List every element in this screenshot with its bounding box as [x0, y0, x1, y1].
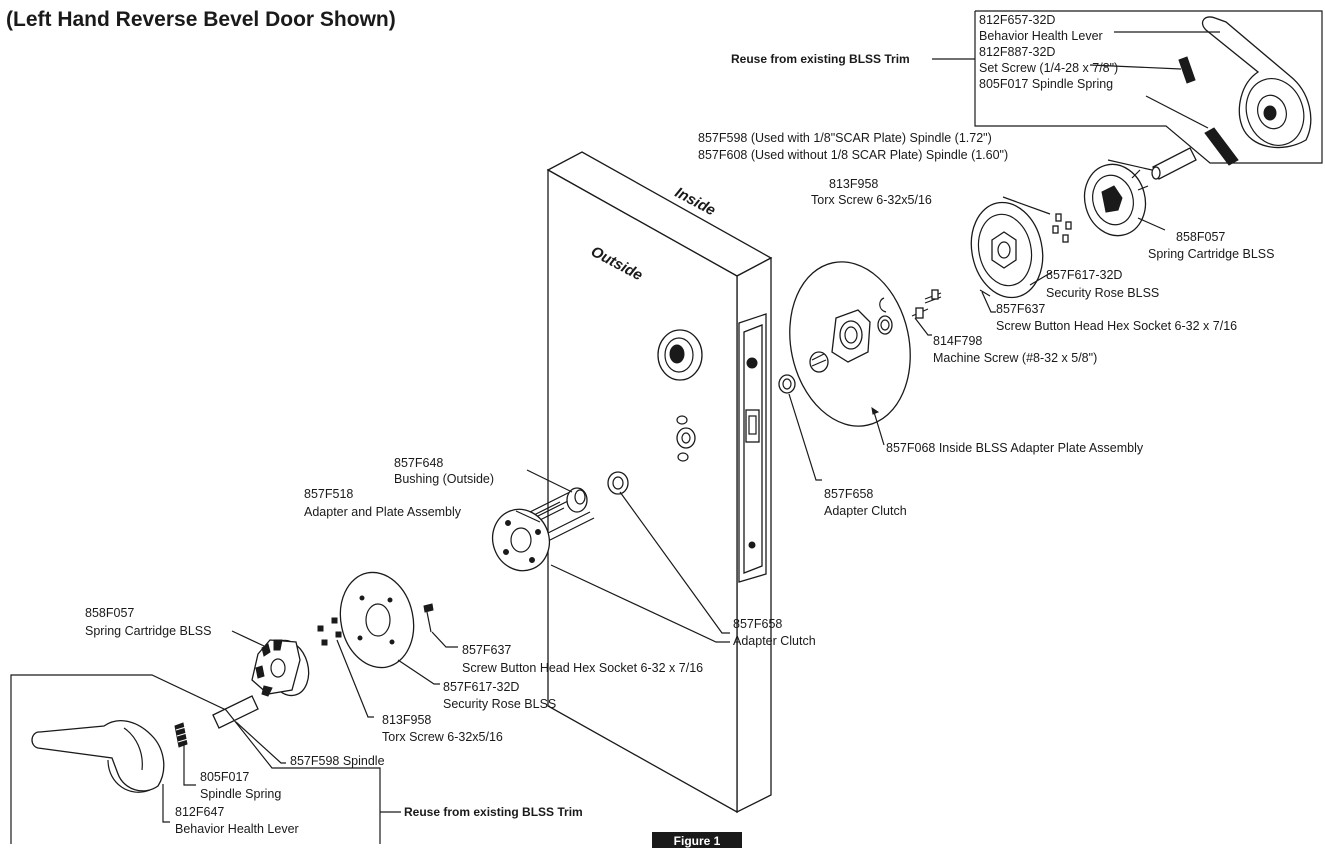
top-lever-part: 812F657-32D — [979, 13, 1056, 27]
outside-lever-desc: Behavior Health Lever — [175, 822, 299, 836]
top-lever-desc: Behavior Health Lever — [979, 29, 1103, 43]
inside-adapter-plate-label: 857F068 Inside BLSS Adapter Plate Assemb… — [886, 441, 1144, 455]
outside-bushing — [566, 487, 588, 513]
top-spring-line: 805F017 Spindle Spring — [979, 77, 1114, 91]
inside-torx-part: 813F958 — [829, 177, 879, 191]
outside-bushing-part: 857F648 — [394, 456, 444, 470]
outside-button-part: 857F637 — [462, 643, 512, 657]
top-screw-desc: Set Screw (1/4-28 x 7/8") — [979, 61, 1119, 75]
outside-cartridge-desc: Spring Cartridge BLSS — [85, 624, 212, 638]
inside-spindle-a: 857F598 (Used with 1/8"SCAR Plate) Spind… — [698, 131, 992, 145]
outside-spring-desc: Spindle Spring — [200, 787, 282, 801]
inside-spindle-b: 857F608 (Used without 1/8 SCAR Plate) Sp… — [698, 148, 1009, 162]
inside-lever — [1201, 16, 1312, 149]
leader-lines — [10, 10, 1323, 844]
outside-torx-desc: Torx Screw 6-32x5/16 — [382, 730, 503, 744]
inside-button-part: 857F637 — [996, 302, 1046, 316]
inside-cartridge-part: 858F057 — [1176, 230, 1226, 244]
outside-spring-part: 805F017 — [200, 770, 250, 784]
outside-security-rose — [339, 571, 415, 669]
inside-clutch-desc: Adapter Clutch — [824, 504, 907, 518]
outside-cartridge-part: 858F057 — [85, 606, 135, 620]
outside-adapter-desc: Adapter and Plate Assembly — [304, 505, 462, 519]
inside-rose-part: 857F617-32D — [1046, 268, 1123, 282]
inside-clutch-part: 857F658 — [824, 487, 874, 501]
inside-torx-desc: Torx Screw 6-32x5/16 — [811, 193, 932, 207]
outside-spindle-label: 857F598 Spindle — [290, 754, 385, 768]
inside-rose-desc: Security Rose BLSS — [1046, 286, 1160, 300]
outside-clutch-desc: Adapter Clutch — [733, 634, 816, 648]
reuse-label-bottom: Reuse from existing BLSS Trim — [404, 805, 583, 819]
outside-torx-part: 813F958 — [382, 713, 432, 727]
outside-adapter-assembly — [491, 487, 595, 572]
outside-bushing-desc: Bushing (Outside) — [394, 472, 495, 486]
top-screw-part: 812F887-32D — [979, 45, 1056, 59]
outside-button-desc: Screw Button Head Hex Socket 6-32 x 7/16 — [462, 661, 704, 675]
outside-adapter-clutch — [607, 471, 629, 495]
outside-clutch-part: 857F658 — [733, 617, 783, 631]
figure-label: Figure 1 — [652, 832, 742, 848]
outside-adapter-part: 857F518 — [304, 487, 354, 501]
outside-lever — [31, 720, 165, 792]
outside-spindle — [212, 695, 259, 729]
outside-rose-desc: Security Rose BLSS — [443, 697, 557, 711]
outside-rose-part: 857F617-32D — [443, 680, 520, 694]
inside-machine-desc: Machine Screw (#8-32 x 5/8") — [933, 351, 1098, 365]
door — [546, 151, 773, 814]
inside-adapter-clutch — [778, 374, 796, 394]
inside-button-desc: Screw Button Head Hex Socket 6-32 x 7/16 — [996, 319, 1238, 333]
outside-spring-cartridge — [251, 639, 310, 697]
inside-cartridge-desc: Spring Cartridge BLSS — [1148, 247, 1275, 261]
reuse-label-top: Reuse from existing BLSS Trim — [731, 52, 910, 66]
inside-machine-part: 814F798 — [933, 334, 983, 348]
outside-lever-part: 812F647 — [175, 805, 225, 819]
diagram-title: (Left Hand Reverse Bevel Door Shown) — [6, 8, 396, 31]
